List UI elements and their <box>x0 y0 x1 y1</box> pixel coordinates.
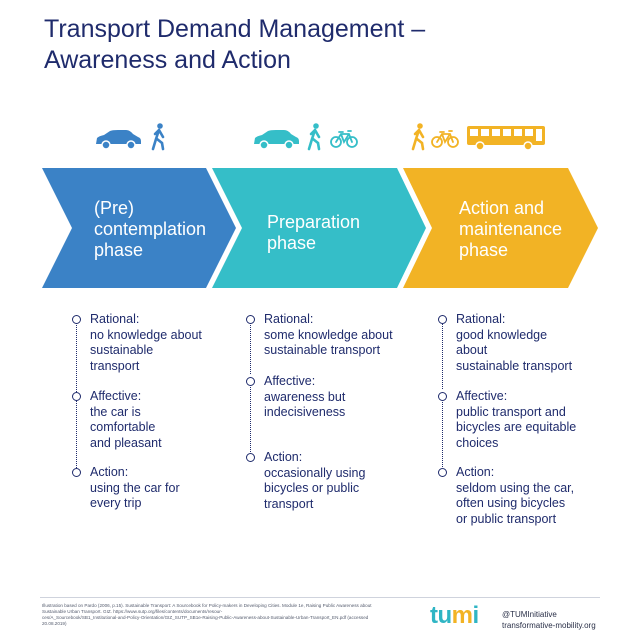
timeline-dot <box>438 392 447 401</box>
timeline-dot <box>72 315 81 324</box>
phase-1-label: (Pre) contemplation phase <box>94 198 207 260</box>
phase-2-label: Preparation phase <box>267 212 361 253</box>
timeline-dot <box>246 453 255 462</box>
footer-divider <box>40 597 600 598</box>
timeline-connector <box>76 399 77 468</box>
phase-1-arrow <box>42 168 236 288</box>
title-line-2: Awareness and Action <box>44 46 291 74</box>
timeline-connector <box>76 322 77 398</box>
timeline-dot <box>72 468 81 477</box>
timeline-dot <box>438 468 447 477</box>
car-icon <box>96 130 141 150</box>
phase-3-label: Action and maintenance phase <box>459 198 563 260</box>
pedestrian-icon <box>151 123 165 151</box>
page-title: Transport Demand Management – Awareness … <box>44 14 604 76</box>
timeline-connector <box>442 399 443 467</box>
car-icon <box>254 130 299 150</box>
tumi-logo: tumi <box>430 602 479 629</box>
phase-2-arrow <box>212 168 426 288</box>
title-line-1: Transport Demand Management – <box>44 15 426 43</box>
pedestrian-icon <box>307 123 321 151</box>
phase-arrows <box>42 168 598 288</box>
phase-3-icons <box>410 120 560 154</box>
timeline-dot <box>72 392 81 401</box>
bicycle-icon <box>330 130 358 148</box>
source-citation: Illustration based on Pardo (2006, p.15)… <box>42 603 372 626</box>
phase-1-icons <box>90 120 230 154</box>
timeline-connector <box>250 322 251 374</box>
timeline-dot <box>246 315 255 324</box>
timeline-dot <box>438 315 447 324</box>
timeline-connector <box>250 384 251 452</box>
social-handle[interactable]: @TUMInitiative transformative-mobility.o… <box>502 610 596 630</box>
bicycle-icon <box>431 130 459 148</box>
phase-2-icons <box>250 120 390 154</box>
timeline-dot <box>246 377 255 386</box>
timeline-connector <box>442 322 443 389</box>
phase-3-arrow <box>403 168 598 288</box>
bus-icon <box>467 126 545 151</box>
pedestrian-icon <box>411 123 425 151</box>
